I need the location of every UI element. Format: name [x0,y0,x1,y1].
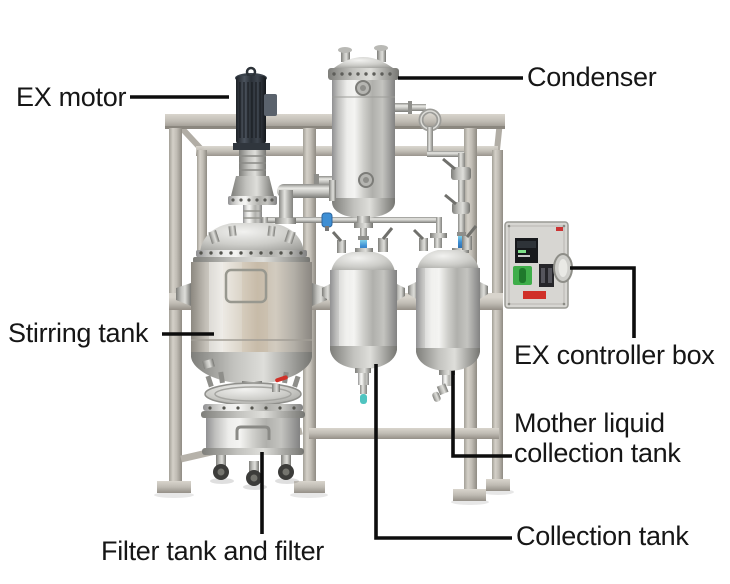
stirring-tank-vessel [176,223,327,412]
breaker-switches [539,264,554,287]
bearing-housing [243,205,262,225]
callout-lines [130,76,636,540]
ex-motor-assembly [228,66,277,225]
label-condenser: Condenser [527,62,657,92]
filter-tank-vessel [201,371,305,490]
handle [235,425,271,440]
handhole [224,268,268,304]
label-collection-tank: Collection tank [516,521,689,551]
controller-display [515,238,538,263]
ex-controller-box [504,221,573,309]
label-filter-tank-and-filter: Filter tank and filter [101,536,324,566]
label-ex-controller-box: EX controller box [514,340,715,370]
condenser-vessel [314,45,412,255]
collection-tank-vessel [322,227,405,404]
teal-valve-handle [360,394,367,404]
tank-bottom-valve [432,370,455,402]
brand-mark [556,227,563,231]
vapor-pipe [275,180,336,224]
red-warning-tag [523,291,546,299]
collection-tank-callout-line [374,364,512,540]
green-rotary-switch [513,266,532,285]
sight-glass [458,236,465,248]
label-ex-motor: EX motor [16,82,127,112]
label-mother-liquid-line2: collection tank [514,438,681,468]
mother-liquid-tank-vessel [408,225,488,402]
ex-controller-callout-line [570,266,636,338]
tank-top-valves [412,225,478,251]
pipe-valve [442,157,471,180]
cabinet-handle [553,253,573,283]
red-valve [272,375,288,392]
mother-liquid-callout-line [451,371,512,458]
blue-clamp-valve [321,212,333,231]
tank-bottom-valve [355,368,371,404]
dome-nozzles [208,225,296,244]
label-mother-liquid-collection-tank: Mother liquid collection tank [514,408,681,468]
sight-glass [360,240,367,252]
label-mother-liquid-line1: Mother liquid [514,408,665,438]
pipe-valve [444,193,470,214]
caster-wheels [210,455,299,490]
tank-top-valves [331,227,394,254]
label-stirring-tank: Stirring tank [8,318,149,348]
